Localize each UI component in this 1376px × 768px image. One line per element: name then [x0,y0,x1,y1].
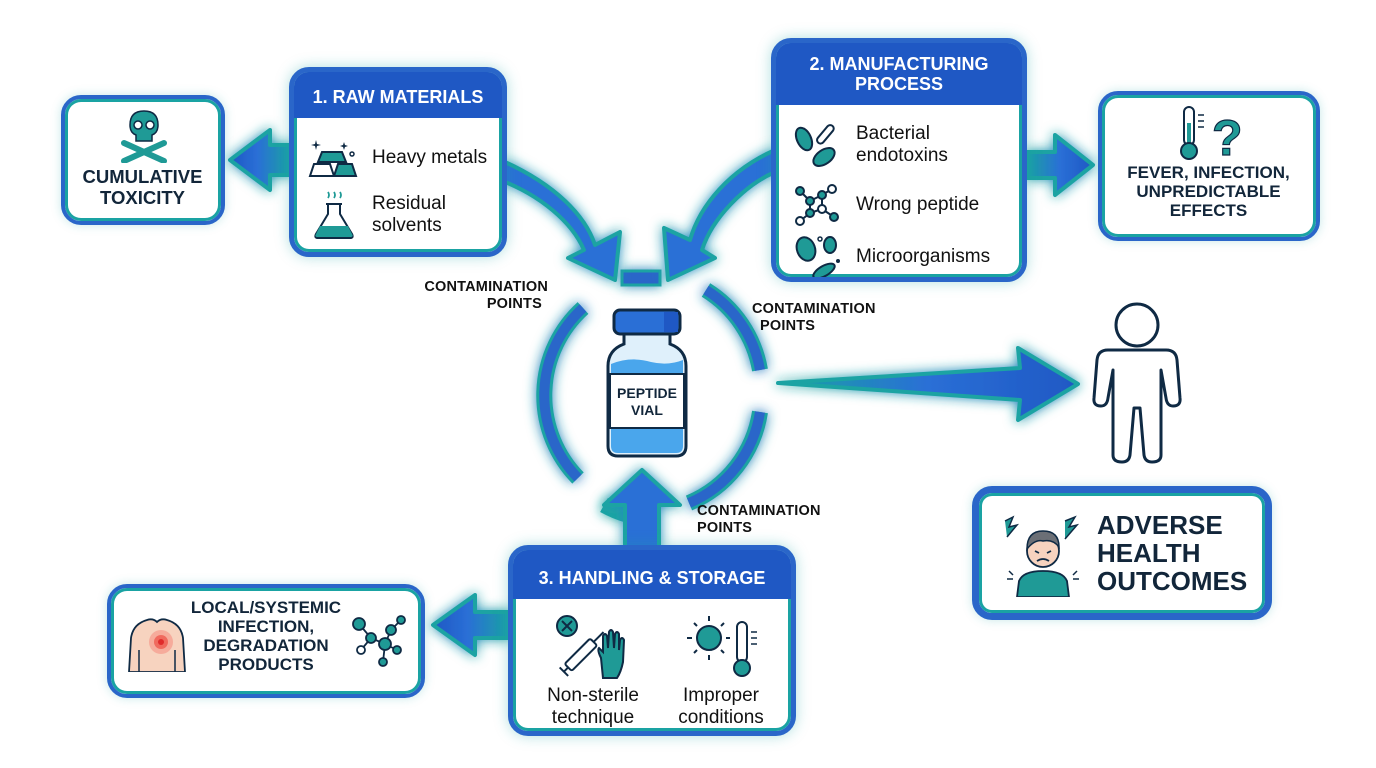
peptide-vial: PEPTIDE VIAL [606,308,688,458]
contamination-label-right: CONTAMINATION POINTS [752,301,876,336]
infection-label-line3: DEGRADATION [203,636,329,656]
infection-label-line2: INFECTION, [217,617,315,637]
skull-crossbones-icon [121,110,167,163]
item-label: Improper [682,685,760,706]
list-item: Microorganisms [792,233,991,277]
local-infection-box: LOCAL/SYSTEMIC INFECTION, DEGRADATION PR… [107,584,425,698]
arrow-to-person [776,346,1080,422]
metal-ingots-icon [308,140,358,177]
thermometer-question-icon: ? [1180,106,1243,163]
cumulative-label-line1: CUMULATIVE [82,166,203,187]
flask-icon [314,191,354,239]
arrow-manufacturing-to-vial [662,148,777,282]
list-item: Wrong peptide [792,183,979,227]
item-label: Bacterial [856,123,930,145]
fever-label-line2: UNPREDICTABLE [1136,182,1281,202]
contamination-label-text: POINTS [697,520,753,537]
item-label: Microorganisms [856,246,991,268]
manufacturing-process-box: 2. MANUFACTURING PROCESS Bacterial endot… [771,38,1027,282]
handling-storage-header: 3. HANDLING & STORAGE [513,550,791,599]
bacteria-thermometer-icon [794,124,836,167]
adverse-label-line2: HEALTH [1097,538,1201,569]
infection-label-line1: LOCAL/SYSTEMIC [190,598,342,617]
arrow-to-local-infection [431,593,512,657]
raw-materials-box: 1. RAW MATERIALS Heavy metals Residual s… [289,67,507,257]
inflamed-torso-icon [128,618,186,672]
vial-label-line2: VIAL [631,401,663,418]
syringe-glove-icon [556,615,626,679]
infection-label-line4: PRODUCTS [218,655,314,675]
arrow-handling-to-vial [602,468,682,550]
svg-text:?: ? [1212,110,1243,163]
manufacturing-header-line2: PROCESS [854,73,944,94]
adverse-label-line1: ADVERSE [1097,510,1223,540]
cumulative-label-line2: TOXICITY [100,186,185,208]
list-item: Bacterial endotoxins [792,121,948,169]
manufacturing-header: 2. MANUFACTURING PROCESS [776,43,1022,105]
arrow-to-cumulative-toxicity [228,128,293,192]
item-label: Heavy metals [372,147,488,169]
contamination-label-text: CONTAMINATION [697,503,821,519]
item-label: endotoxins [856,145,948,166]
distressed-person-icon [1004,515,1080,597]
vial-icon [606,308,688,458]
vial-label-line1: PEPTIDE [617,385,677,401]
degradation-molecule-icon [352,615,406,667]
handling-storage-box: 3. HANDLING & STORAGE Non-sterile techni… [508,545,796,736]
microorganisms-icon [795,236,840,277]
molecule-icon [795,184,839,226]
arrow-raw-materials-to-vial [498,160,622,282]
adverse-health-outcomes-box: ADVERSE HEALTH OUTCOMES [972,486,1272,620]
item-label: Wrong peptide [856,194,980,216]
sun-thermometer-icon [687,616,757,677]
contamination-label-text: CONTAMINATION [424,279,548,295]
raw-materials-header: 1. RAW MATERIALS [294,72,502,118]
contamination-label-left: CONTAMINATION POINTS [416,279,548,314]
item-label: solvents [372,215,442,236]
item-label: Non-sterile [547,685,639,706]
item-label: Residual [372,193,446,215]
contamination-label-text: CONTAMINATION [752,301,876,317]
list-item: Heavy metals [308,136,487,180]
item-label: conditions [678,706,764,728]
fever-label-line1: FEVER, INFECTION, [1127,163,1290,182]
fever-infection-box: ? FEVER, INFECTION, UNPREDICTABLE EFFECT… [1098,91,1320,241]
contamination-label-text: POINTS [760,318,816,335]
list-item: Non-sterile technique [533,614,653,729]
person-icon [1092,302,1182,464]
adverse-label-line3: OUTCOMES [1097,566,1248,597]
manufacturing-header-line1: 2. MANUFACTURING [809,54,989,74]
fever-label-line3: EFFECTS [1169,201,1248,221]
contamination-label-text: POINTS [486,296,542,313]
arrow-to-fever-infection [1025,133,1095,197]
cumulative-toxicity-box: CUMULATIVE TOXICITY [61,95,225,225]
list-item: Residual solvents [308,190,446,240]
item-label: technique [551,706,635,728]
contamination-label-bottom: CONTAMINATION POINTS [697,503,821,538]
list-item: Improper conditions [661,614,781,729]
